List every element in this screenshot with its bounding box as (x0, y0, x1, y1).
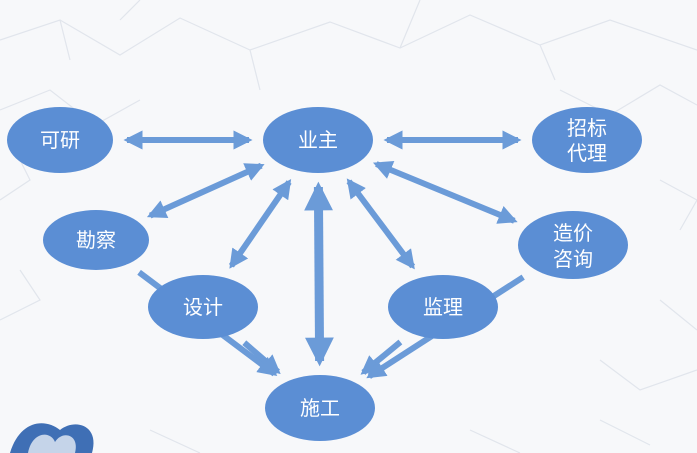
arrow-owner-supervision (346, 178, 416, 270)
node-construction: 施工 (265, 375, 375, 441)
node-owner: 业主 (263, 107, 373, 173)
arrow-survey-owner (146, 162, 265, 219)
node-tender-agent: 招标 代理 (532, 107, 642, 173)
node-survey-label: 勘察 (76, 228, 116, 252)
node-cost-consult: 造价 咨询 (518, 211, 628, 279)
node-cost-consult-label-line2: 咨询 (553, 247, 593, 271)
edges-layer (123, 130, 525, 379)
node-research-label: 可研 (40, 128, 80, 152)
node-tender-agent-label-line1: 招标 (567, 116, 607, 140)
node-owner-label: 业主 (298, 128, 338, 152)
node-construction-label: 施工 (300, 396, 340, 420)
node-supervision-shape (388, 275, 498, 339)
node-design: 设计 (148, 275, 258, 339)
node-tender-agent-shape (532, 107, 642, 173)
arrow-design-owner (228, 179, 292, 269)
arrow-design-construction (242, 340, 281, 375)
node-supervision-label: 监理 (423, 295, 463, 319)
arrow-owner-cost_consult (372, 161, 518, 224)
flower-ornament (10, 423, 94, 453)
node-supervision: 监理 (388, 275, 498, 339)
arrow-owner-construction (304, 181, 334, 367)
node-research-shape (7, 107, 113, 173)
node-survey-shape (43, 210, 149, 270)
node-construction-shape (265, 375, 375, 441)
node-cost-consult-shape (518, 211, 628, 279)
node-owner-shape (263, 107, 373, 173)
node-survey: 勘察 (43, 210, 149, 270)
node-research: 可研 (7, 107, 113, 173)
node-tender-agent-label-line2: 代理 (567, 141, 607, 165)
node-design-label: 设计 (183, 295, 223, 319)
node-design-shape (148, 275, 258, 339)
node-cost-consult-label-line1: 造价 (553, 221, 593, 245)
